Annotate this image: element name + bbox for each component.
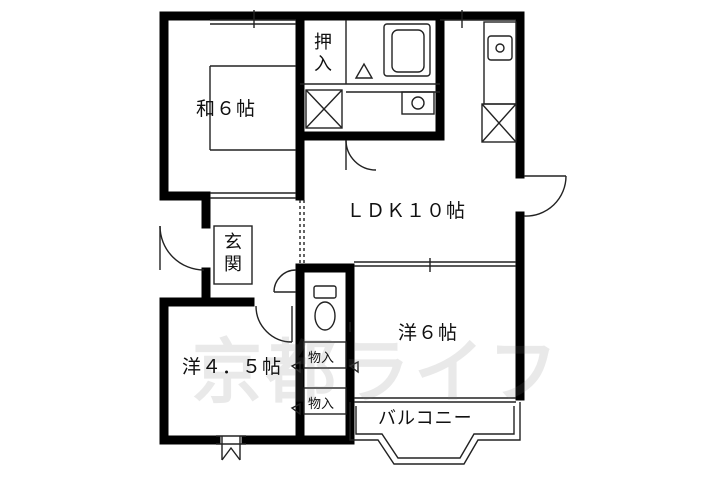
- room-label-yoshitsu45: 洋４．５帖: [182, 356, 283, 378]
- room-label-yoshitsu6: 洋６帖: [398, 322, 459, 344]
- room-label-genkan: 玄関: [224, 232, 242, 275]
- room-label-ldk: ＬＤＫ１０帖: [346, 200, 467, 222]
- room-label-mono-2: 物入: [308, 397, 335, 412]
- exterior-walls: [159, 11, 525, 445]
- room-label-mono-1: 物入: [308, 351, 335, 366]
- interior-lines: [159, 10, 567, 465]
- room-label-balcony: バルコニー: [378, 408, 473, 429]
- room-label-oshiire: 押入: [314, 32, 332, 75]
- watermark: 京都ライフ: [192, 331, 562, 413]
- room-label-washitsu: 和６帖: [196, 98, 257, 120]
